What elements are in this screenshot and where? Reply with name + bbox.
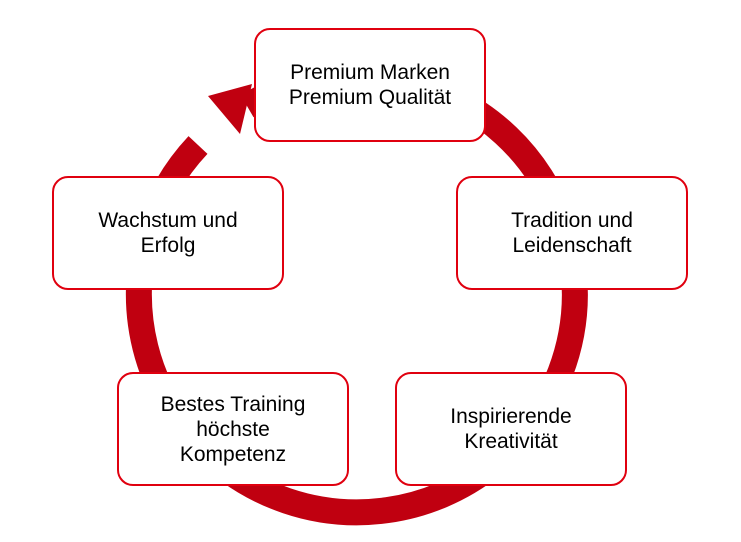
- cycle-step-label: Tradition und Leidenschaft: [511, 209, 633, 257]
- cycle-step-kreativitaet: Inspirierende Kreativität: [395, 372, 627, 486]
- cycle-step-premium: Premium Marken Premium Qualität: [254, 28, 486, 142]
- cycle-step-label: Premium Marken Premium Qualität: [288, 61, 452, 109]
- cycle-step-tradition: Tradition und Leidenschaft: [456, 176, 688, 290]
- cycle-arrowhead: [208, 84, 252, 134]
- cycle-step-training: Bestes Training höchste Kompetenz: [117, 372, 349, 486]
- cycle-step-label: Bestes Training höchste Kompetenz: [160, 392, 306, 466]
- cycle-step-wachstum: Wachstum und Erfolg: [52, 176, 284, 290]
- cycle-step-label: Inspirierende Kreativität: [450, 405, 572, 453]
- cycle-step-label: Wachstum und Erfolg: [98, 209, 238, 257]
